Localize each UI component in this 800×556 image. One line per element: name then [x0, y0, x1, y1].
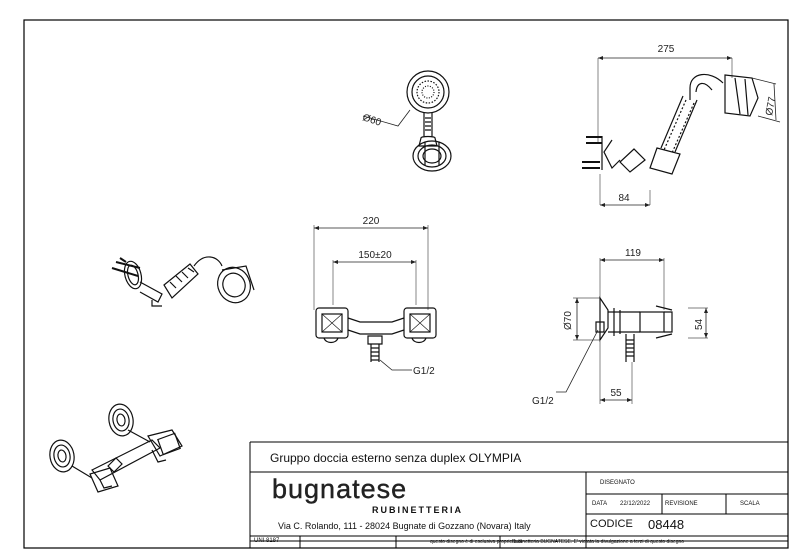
dim-55-label: 55	[610, 388, 622, 399]
dim-g12-front: G1/2	[379, 359, 435, 377]
dim-150-label: 150±20	[358, 250, 392, 261]
mixer-side-view	[573, 258, 708, 362]
revisione-label: REVISIONE	[665, 501, 698, 507]
dim-275-label: 275	[658, 44, 675, 55]
disclaimer-right: Rubinetteria BUGNATESE. E' vietata la di…	[512, 539, 685, 545]
dim-diameter-77: Ø77	[751, 77, 781, 123]
disegnato-label: DISEGNATO	[600, 480, 635, 486]
isometric-hand-shower	[111, 256, 255, 307]
data-value: 22/12/2022	[620, 501, 651, 507]
dim-g12-front-label: G1/2	[413, 366, 435, 377]
codice-value: 08448	[648, 517, 685, 532]
sheet-frame	[23, 19, 789, 549]
scala-label: SCALA	[740, 501, 760, 507]
dim-g12-side-label: G1/2	[532, 396, 554, 407]
product-title: Gruppo doccia esterno senza duplex OLYMP…	[270, 451, 522, 465]
dim-84: 84	[600, 193, 650, 207]
dim-150: 150±20	[333, 250, 416, 264]
disclaimer-left: questo disegno è di esclusiva proprietà …	[430, 539, 522, 545]
dim-220-label: 220	[363, 216, 380, 227]
hand-shower-side-view	[582, 58, 759, 205]
mixer-front-view	[313, 225, 437, 362]
dim-70-label: Ø70	[563, 311, 574, 330]
dim-g12-side: G1/2	[532, 329, 599, 407]
dim-119: 119	[600, 248, 664, 262]
dim-119-label: 119	[625, 248, 641, 259]
dim-220: 220	[314, 216, 428, 230]
shower-head-outer	[406, 70, 450, 114]
data-label: DATA	[592, 501, 608, 507]
dim-60-label: Ø60	[361, 112, 383, 128]
codice-label: CODICE	[590, 518, 633, 530]
dim-diameter-60: Ø60	[361, 109, 411, 129]
isometric-mixer	[49, 403, 183, 493]
dim-275: 275	[598, 44, 732, 60]
brand-logo: bugnatese	[272, 474, 408, 504]
dim-54-label: 54	[694, 318, 705, 330]
dim-54: 54	[694, 308, 708, 338]
brand-subtitle: RUBINETTERIA	[372, 505, 463, 515]
dim-77-label: Ø77	[764, 96, 778, 117]
hand-shower-front-view	[406, 70, 452, 172]
dim-diameter-70: Ø70	[563, 298, 579, 340]
title-block-grid	[249, 441, 788, 548]
dim-55: 55	[599, 340, 633, 404]
company-address: Via C. Rolando, 111 - 28024 Bugnate di G…	[278, 521, 531, 531]
uni-label: UNI 8187	[254, 538, 280, 544]
dim-84-label: 84	[618, 193, 630, 204]
